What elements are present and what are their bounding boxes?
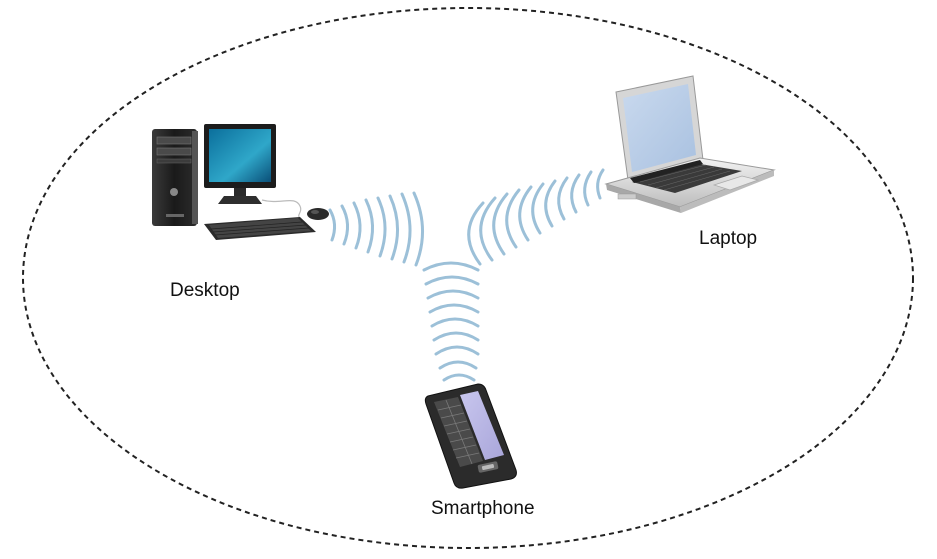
device-label-smartphone: Smartphone (431, 498, 535, 519)
device-label-laptop: Laptop (699, 228, 758, 249)
wireless-signal-icon (422, 261, 480, 382)
desktop-computer-icon (152, 124, 329, 240)
device-label-desktop: Desktop (170, 280, 240, 301)
laptop-icon (604, 75, 776, 213)
wireless-signal-icon (467, 168, 605, 266)
network-boundary (22, 7, 914, 549)
wireless-signal-icon (328, 191, 425, 267)
smartphone-icon (424, 383, 517, 489)
